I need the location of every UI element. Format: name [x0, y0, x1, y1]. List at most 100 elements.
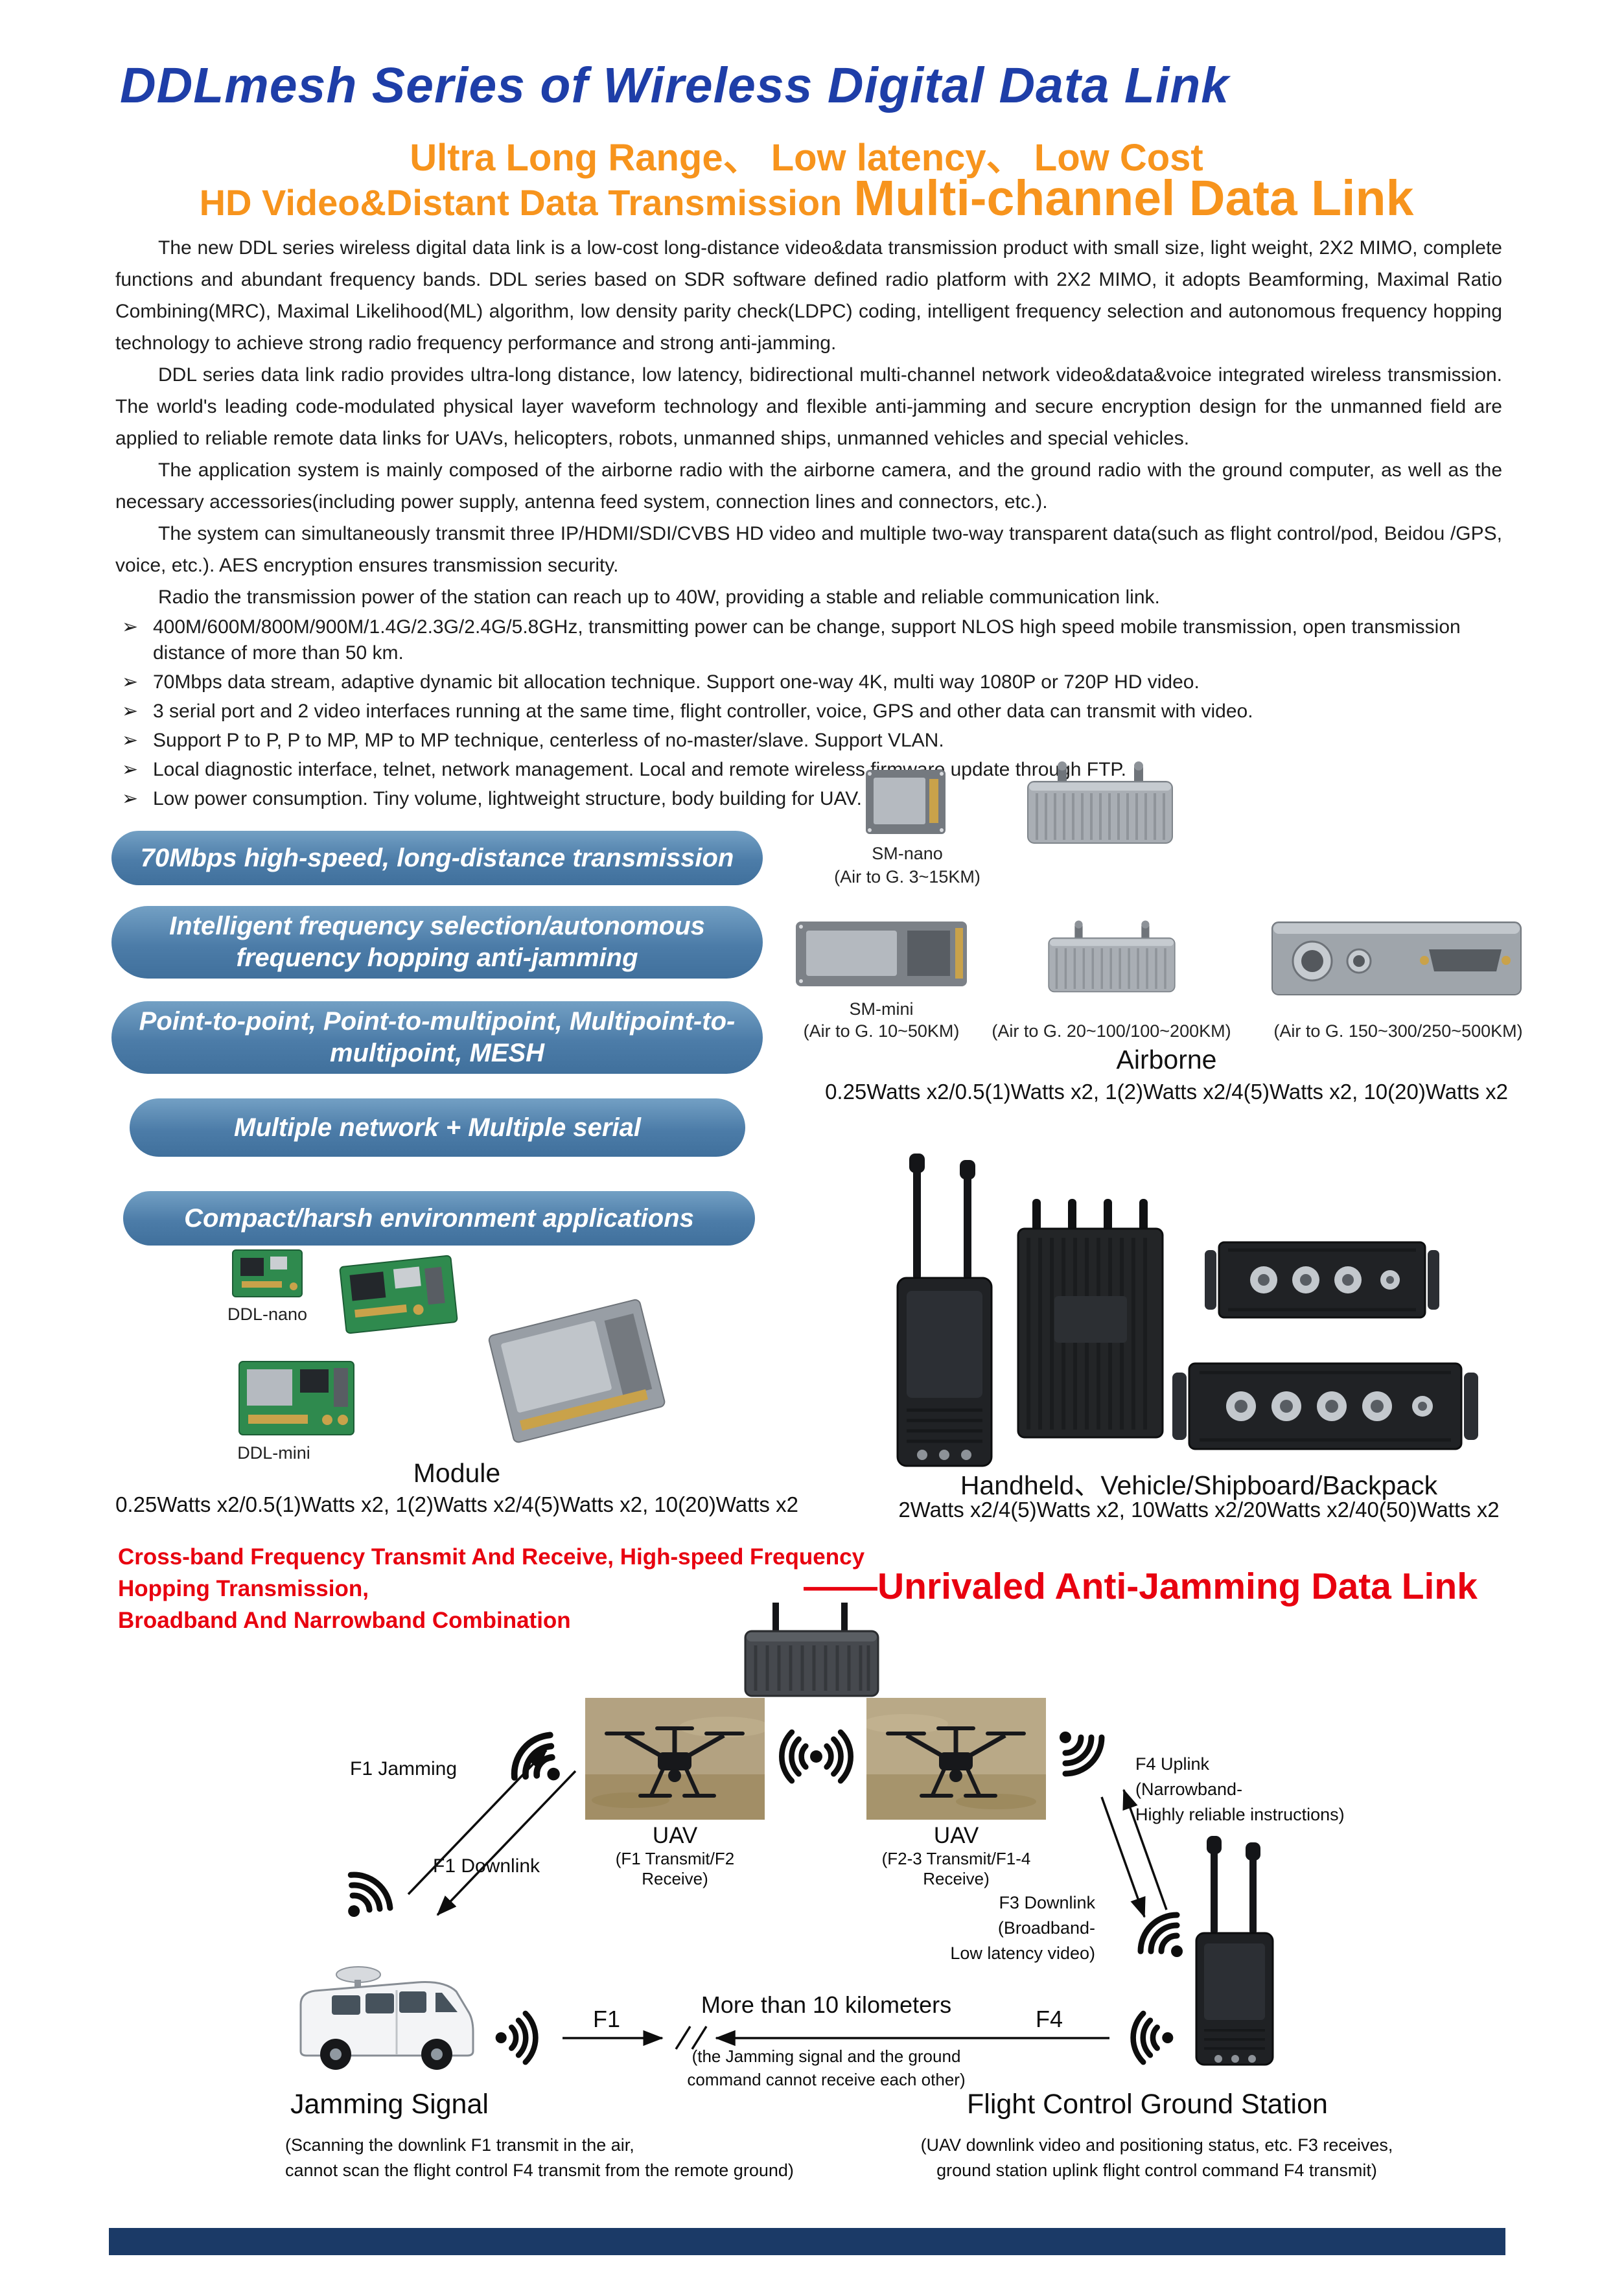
wifi-signal-icon — [511, 1732, 560, 1781]
page-tagline: HD Video&Distant Data Transmission Multi… — [0, 170, 1613, 227]
distance-title: More than 10 kilometers — [701, 1991, 952, 2018]
airborne-section: SM-nano (Air to G. 3~15KM) — [787, 752, 1546, 1115]
manpack-radio-image — [1017, 1199, 1164, 1439]
bullet-text: Support P to P, P to MP, MP to MP techni… — [153, 730, 944, 751]
footer-bar — [109, 2228, 1505, 2255]
airborne-highpower-image — [1271, 922, 1522, 995]
ddl-nano-image — [232, 1249, 303, 1297]
bullet-item: ➢ 3 serial port and 2 video interfaces r… — [115, 699, 1510, 725]
uav-right-caption: UAV (F2-3 Transmit/F1-4 Receive) — [866, 1823, 1046, 1889]
rf-broadcast-icon — [779, 1729, 853, 1784]
diagram-arrows — [407, 1749, 1168, 2050]
f3-downlink-label: F3 Downlink (Broadband- Low latency vide… — [950, 1893, 1095, 1964]
jamming-signal-note: (Scanning the downlink F1 transmit in th… — [285, 2135, 794, 2181]
feature-pill: Multiple network + Multiple serial — [130, 1098, 745, 1157]
vehicle-radio-image — [1205, 1241, 1439, 1319]
tagline-left: HD Video&Distant Data Transmission — [199, 182, 842, 223]
module-section: DDL-nano DDL-mini Module 0.25Watts x2/0.… — [71, 1228, 842, 1533]
bullet-arrow-icon: ➢ — [122, 671, 139, 693]
airborne-amp-image — [1048, 920, 1176, 993]
ground-products-section: Handheld、Vehicle/Shipboard/Backpack 2Wat… — [836, 1137, 1562, 1539]
sm-mini-label: SM-mini — [849, 999, 914, 1019]
relay-radio-image — [744, 1603, 879, 1697]
module-title: Module — [413, 1458, 501, 1488]
ground-power: 2Watts x2/4(5)Watts x2, 10Watts x2/20Wat… — [898, 1498, 1500, 1522]
bullet-arrow-icon: ➢ — [122, 730, 139, 751]
feature-pill: Point-to-point, Point-to-multipoint, Mul… — [111, 1001, 763, 1074]
wifi-signal-icon — [1130, 2010, 1174, 2065]
wifi-signal-icon — [495, 2010, 539, 2065]
intro-paragraph: DDL series data link radio provides ultr… — [115, 364, 1502, 449]
ddl-nano-label: DDL-nano — [227, 1305, 308, 1324]
bullet-text: 400M/600M/800M/900M/1.4G/2.3G/2.4G/5.8GH… — [153, 616, 1461, 664]
airborne-radio-image — [1027, 761, 1173, 844]
uav-left-caption: UAV (F1 Transmit/F2 Receive) — [585, 1823, 765, 1889]
wifi-signal-icon — [1059, 1731, 1105, 1777]
bullet-text: Local diagnostic interface, telnet, netw… — [153, 759, 1126, 780]
uav-left-name: UAV — [652, 1823, 698, 1848]
uav-left-freqs: (F1 Transmit/F2 Receive) — [615, 1849, 735, 1888]
page-title: DDLmesh Series of Wireless Digital Data … — [120, 58, 1230, 113]
intro-paragraph: The application system is mainly compose… — [115, 459, 1502, 513]
module-power: 0.25Watts x2/0.5(1)Watts x2, 1(2)Watts x… — [115, 1492, 798, 1516]
jamming-van-image — [299, 1966, 474, 2070]
bullet-arrow-icon: ➢ — [122, 788, 139, 809]
bullet-arrow-icon: ➢ — [122, 616, 139, 638]
jamming-signal-title: Jamming Signal — [290, 2089, 489, 2120]
crossband-text: Cross-band Frequency Transmit And Receiv… — [118, 1544, 865, 1633]
uav-left-photo — [585, 1698, 765, 1820]
bullet-item: ➢ Support P to P, P to MP, MP to MP tech… — [115, 728, 1510, 754]
distance-note: (the Jamming signal and the ground comma… — [687, 2047, 966, 2090]
ground-station-radio-image — [1195, 1836, 1274, 2066]
antijam-headline: ——Unrivaled Anti-Jamming Data Link — [804, 1566, 1478, 1607]
intro-section: The new DDL series wireless digital data… — [115, 232, 1502, 613]
f4-band-label: F4 — [1036, 2006, 1063, 2032]
f1-band-label: F1 — [593, 2006, 621, 2032]
module-pcb-image — [339, 1255, 458, 1334]
page-subtitle: Ultra Long Range、 Low latency、 Low Cost — [410, 137, 1203, 179]
airborne-highpower-range: (Air to G. 150~300/250~500KM) — [1273, 1021, 1523, 1041]
sm-nano-range: (Air to G. 3~15KM) — [834, 867, 981, 887]
bullet-arrow-icon: ➢ — [122, 759, 139, 780]
f1-jamming-label: F1 Jamming — [350, 1758, 458, 1780]
wifi-signal-icon — [347, 1872, 393, 1918]
feature-pill: 70Mbps high-speed, long-distance transmi… — [111, 831, 763, 885]
sm-mini-range: (Air to G. 10~50KM) — [803, 1021, 960, 1041]
feature-pill: Compact/harsh environment applications — [123, 1191, 755, 1246]
airborne-title: Airborne — [1116, 1045, 1217, 1074]
bullet-item: ➢ 70Mbps data stream, adaptive dynamic b… — [115, 669, 1510, 695]
sm-mini-module-image — [796, 922, 967, 986]
ddl-mini-label: DDL-mini — [237, 1443, 310, 1463]
ground-station-title: Flight Control Ground Station — [967, 2089, 1328, 2120]
uav-right-freqs: (F2-3 Transmit/F1-4 Receive) — [881, 1849, 1031, 1888]
bullet-item: ➢ Low power consumption. Tiny volume, li… — [115, 786, 1510, 812]
bullet-item: ➢ 400M/600M/800M/900M/1.4G/2.3G/2.4G/5.8… — [115, 614, 1510, 666]
ddl-mini-image — [238, 1361, 354, 1435]
bullet-text: Low power consumption. Tiny volume, ligh… — [153, 788, 862, 809]
bullet-arrow-icon: ➢ — [122, 701, 139, 722]
bullet-text: 3 serial port and 2 video interfaces run… — [153, 701, 1253, 722]
handheld-radio-image — [896, 1154, 993, 1467]
antijam-diagram: F1 Jamming F1 Downlink UAV (F1 Transmit/… — [0, 1591, 1613, 2180]
uav-right-photo — [866, 1698, 1046, 1820]
intro-paragraph: Radio the transmission power of the stat… — [158, 586, 1160, 608]
tagline-right: Multi-channel Data Link — [853, 170, 1414, 226]
f1-downlink-label: F1 Downlink — [433, 1855, 540, 1877]
shipboard-radio-image — [1172, 1362, 1478, 1450]
sm-nano-label: SM-nano — [872, 844, 943, 863]
uav-right-name: UAV — [933, 1823, 979, 1848]
intro-paragraph: The system can simultaneously transmit t… — [115, 523, 1502, 576]
feature-pill: Intelligent frequency selection/autonomo… — [111, 906, 763, 979]
bullet-text: 70Mbps data stream, adaptive dynamic bit… — [153, 671, 1200, 693]
airborne-power: 0.25Watts x2/0.5(1)Watts x2, 1(2)Watts x… — [825, 1080, 1508, 1104]
wifi-signal-icon — [1137, 1912, 1183, 1958]
sm-nano-module-image — [866, 770, 946, 834]
airborne-amp-range: (Air to G. 20~100/100~200KM) — [992, 1021, 1231, 1041]
module-shielded-image — [488, 1299, 666, 1443]
ground-station-note: (UAV downlink video and positioning stat… — [920, 2135, 1393, 2181]
feature-bullets: ➢ 400M/600M/800M/900M/1.4G/2.3G/2.4G/5.8… — [115, 614, 1510, 815]
bullet-item: ➢ Local diagnostic interface, telnet, ne… — [115, 757, 1510, 783]
f4-uplink-label: F4 Uplink (Narrowband- Highly reliable i… — [1135, 1754, 1345, 1825]
ground-title: Handheld、Vehicle/Shipboard/Backpack — [960, 1470, 1438, 1500]
